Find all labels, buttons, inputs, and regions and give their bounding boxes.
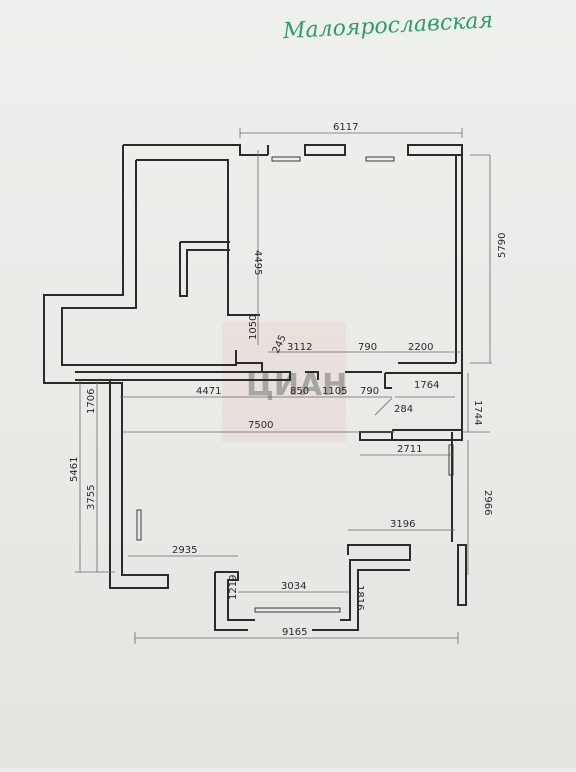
dim-850: 850 — [290, 386, 309, 397]
dim-2711: 2711 — [397, 444, 422, 455]
dim-1816: 1816 — [354, 585, 365, 610]
walls — [43, 144, 467, 631]
dim-1744: 1744 — [472, 400, 483, 425]
dim-6117: 6117 — [333, 122, 358, 133]
dim-3755: 3755 — [86, 485, 97, 510]
dim-3034: 3034 — [281, 581, 306, 592]
dim-1105: 1105 — [322, 386, 347, 397]
street-title: Малоярославская — [281, 8, 493, 44]
dimension-lines — [75, 128, 492, 644]
dim-3112: 3112 — [287, 342, 312, 353]
dim-5790: 5790 — [497, 233, 508, 258]
dim-1219: 1219 — [228, 575, 239, 600]
dim-284: 284 — [394, 404, 413, 415]
dim-1764: 1764 — [414, 380, 439, 391]
dim-1050: 1050 — [248, 315, 259, 340]
dim-2200: 2200 — [408, 342, 433, 353]
dim-9165: 9165 — [282, 627, 307, 638]
dim-790-top: 790 — [358, 342, 377, 353]
dim-7500: 7500 — [248, 420, 273, 431]
dim-1706: 1706 — [86, 389, 97, 414]
watermark: ЦИАН — [222, 322, 347, 442]
dim-4495: 4495 — [252, 250, 263, 275]
dim-5461: 5461 — [69, 457, 80, 482]
dim-790-mid: 790 — [360, 386, 379, 397]
dim-2935: 2935 — [172, 545, 197, 556]
dim-3196: 3196 — [390, 519, 415, 530]
dim-2966: 2966 — [482, 490, 493, 515]
dimension-labels: 6117 5790 4495 1050 245 3112 790 2200 44… — [69, 122, 508, 638]
dim-4471: 4471 — [196, 386, 221, 397]
